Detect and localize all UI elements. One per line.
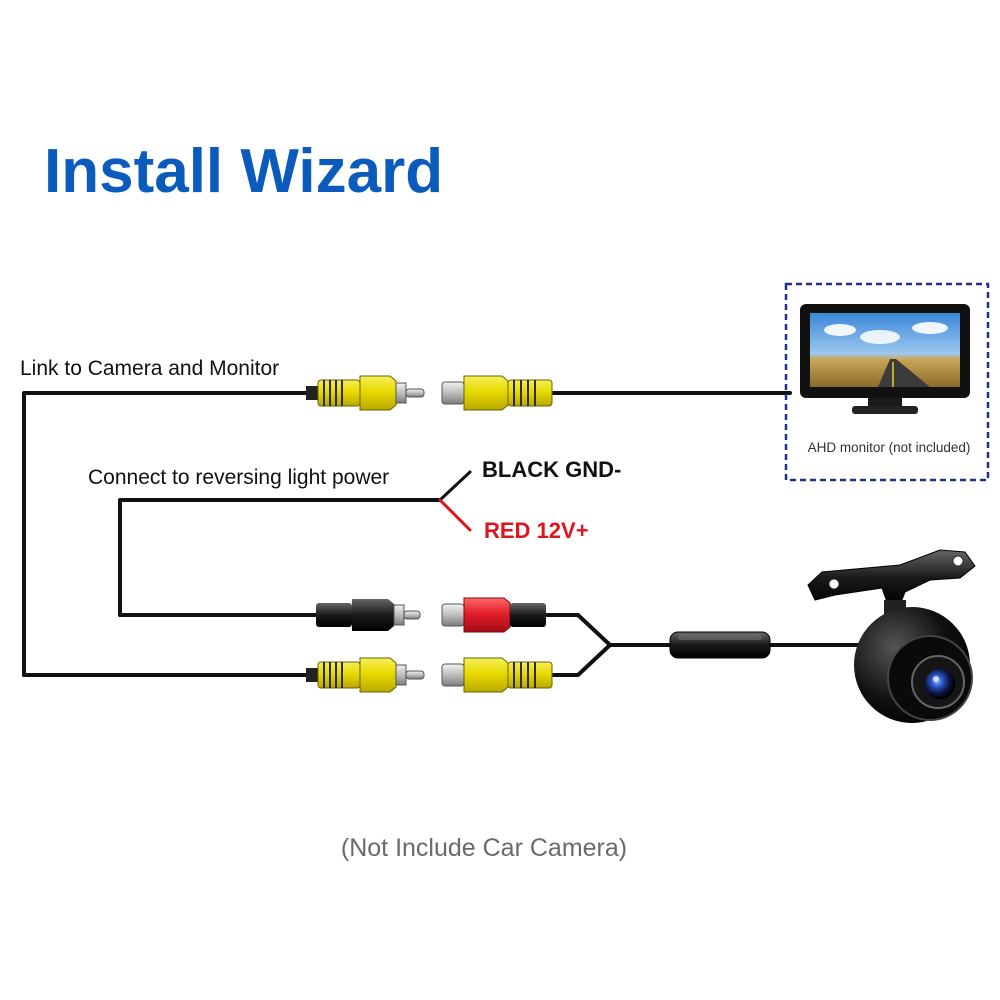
black-gnd-wire: [438, 470, 472, 502]
monitor-icon: [800, 304, 970, 414]
rca-socket-icon: [441, 597, 546, 633]
camera-cable-red: [544, 613, 612, 647]
power-split: [438, 470, 472, 532]
cable-bead: [669, 631, 771, 659]
rca-plug-icon: [306, 375, 425, 411]
label-link-camera-monitor: Link to Camera and Monitor: [20, 357, 280, 380]
video-cable-top: [22, 391, 308, 677]
rca-plug-icon: [306, 657, 425, 693]
camera-icon: [807, 549, 976, 723]
page-title: Install Wizard: [44, 137, 444, 206]
label-black-gnd: BLACK GND-: [482, 457, 622, 482]
red-12v-wire: [438, 498, 472, 532]
cable-lines: [22, 391, 864, 677]
power-cable: [118, 498, 442, 617]
rca-socket-icon: [441, 375, 553, 411]
rca-socket-icon: [441, 657, 553, 693]
footer-note: (Not Include Car Camera): [340, 834, 628, 862]
label-reversing-power: Connect to reversing light power: [88, 466, 390, 489]
label-red-12v: RED 12V+: [484, 518, 589, 543]
monitor-caption: AHD monitor (not included): [807, 440, 971, 455]
monitor-box: [784, 282, 990, 482]
rca-plug-icon: [316, 599, 421, 631]
camera-cable-yellow: [550, 643, 612, 677]
